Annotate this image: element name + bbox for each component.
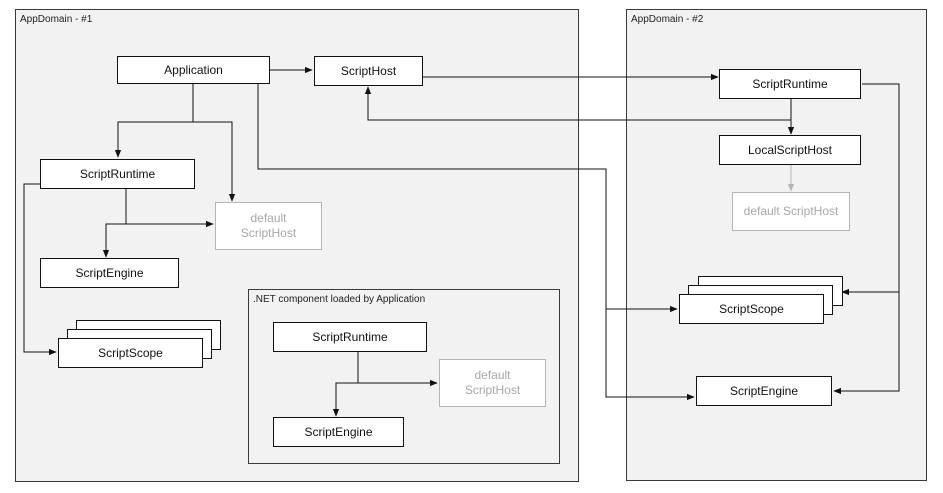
scriptruntime-node-1[interactable]: ScriptRuntime — [40, 159, 195, 189]
scriptengine-node-component[interactable]: ScriptEngine — [273, 417, 404, 447]
default-scripthost-node-1[interactable]: default ScriptHost — [215, 202, 322, 250]
arrow-runtime2-to-engine2 — [833, 292, 900, 395]
default-scripthost-node-component[interactable]: default ScriptHost — [439, 359, 546, 407]
localscripthost-node[interactable]: LocalScriptHost — [719, 135, 861, 165]
appdomain-2-label: AppDomain - #2 — [631, 14, 704, 25]
arrow-runtime1-to-scope1 — [23, 183, 57, 356]
scriptruntime-node-component[interactable]: ScriptRuntime — [273, 322, 427, 352]
application-node[interactable]: Application — [117, 56, 270, 84]
arrow-component-runtime-to-engine — [332, 352, 359, 417]
arrow-application-to-default-host1 — [193, 121, 236, 202]
default-scripthost-component-line1: default — [474, 368, 511, 382]
scriptscope-node-1[interactable]: ScriptScope — [58, 338, 203, 368]
arrow-application-to-runtime1 — [114, 83, 194, 158]
default-scripthost-node-2[interactable]: default ScriptHost — [732, 192, 850, 231]
component-label: .NET component loaded by Application — [253, 294, 426, 305]
default-scripthost-1-line2: ScriptHost — [240, 226, 297, 240]
arrow-runtime1-to-engine1 — [102, 188, 127, 258]
arrow-localhost-to-scripthost — [364, 86, 791, 121]
scripthost-node[interactable]: ScriptHost — [314, 56, 423, 86]
scriptengine-node-2[interactable]: ScriptEngine — [696, 376, 832, 406]
arrow-application-to-engine2 — [605, 309, 695, 401]
scriptengine-node-1[interactable]: ScriptEngine — [40, 258, 179, 288]
arrow-runtime2-to-scope2 — [841, 83, 900, 296]
scriptscope-node-2[interactable]: ScriptScope — [679, 294, 824, 324]
arrow-application-to-scope2 — [257, 83, 678, 313]
default-scripthost-component-line2: ScriptHost — [464, 383, 521, 397]
default-scripthost-1-line1: default — [250, 211, 287, 225]
appdomain-1-label: AppDomain - #1 — [20, 14, 93, 25]
scriptruntime-node-2[interactable]: ScriptRuntime — [719, 69, 861, 99]
